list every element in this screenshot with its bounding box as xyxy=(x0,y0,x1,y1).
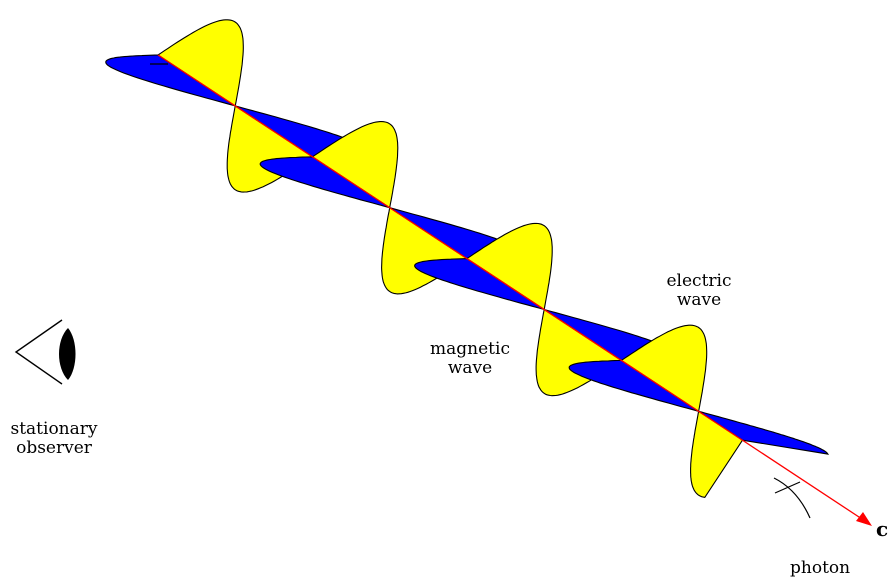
photon-label: photon xyxy=(790,559,850,578)
speed-of-light-label: c xyxy=(876,519,888,539)
observer-label: stationary observer xyxy=(4,420,104,458)
observer-label-line2: observer xyxy=(4,439,104,458)
electric-wave-label: electric wave xyxy=(664,272,734,310)
magnetic-label-line1: magnetic xyxy=(420,340,520,359)
end-tick xyxy=(775,482,800,493)
observer-label-line1: stationary xyxy=(4,420,104,439)
magnetic-label-line2: wave xyxy=(420,359,520,378)
magnetic-wave-label: magnetic wave xyxy=(420,340,520,378)
arrowhead-icon xyxy=(856,512,872,526)
electric-label-line1: electric xyxy=(664,272,734,291)
end-tick-curve xyxy=(774,478,810,518)
eye-icon xyxy=(16,320,76,384)
electric-label-line2: wave xyxy=(664,291,734,310)
propagation-axis xyxy=(158,55,862,519)
